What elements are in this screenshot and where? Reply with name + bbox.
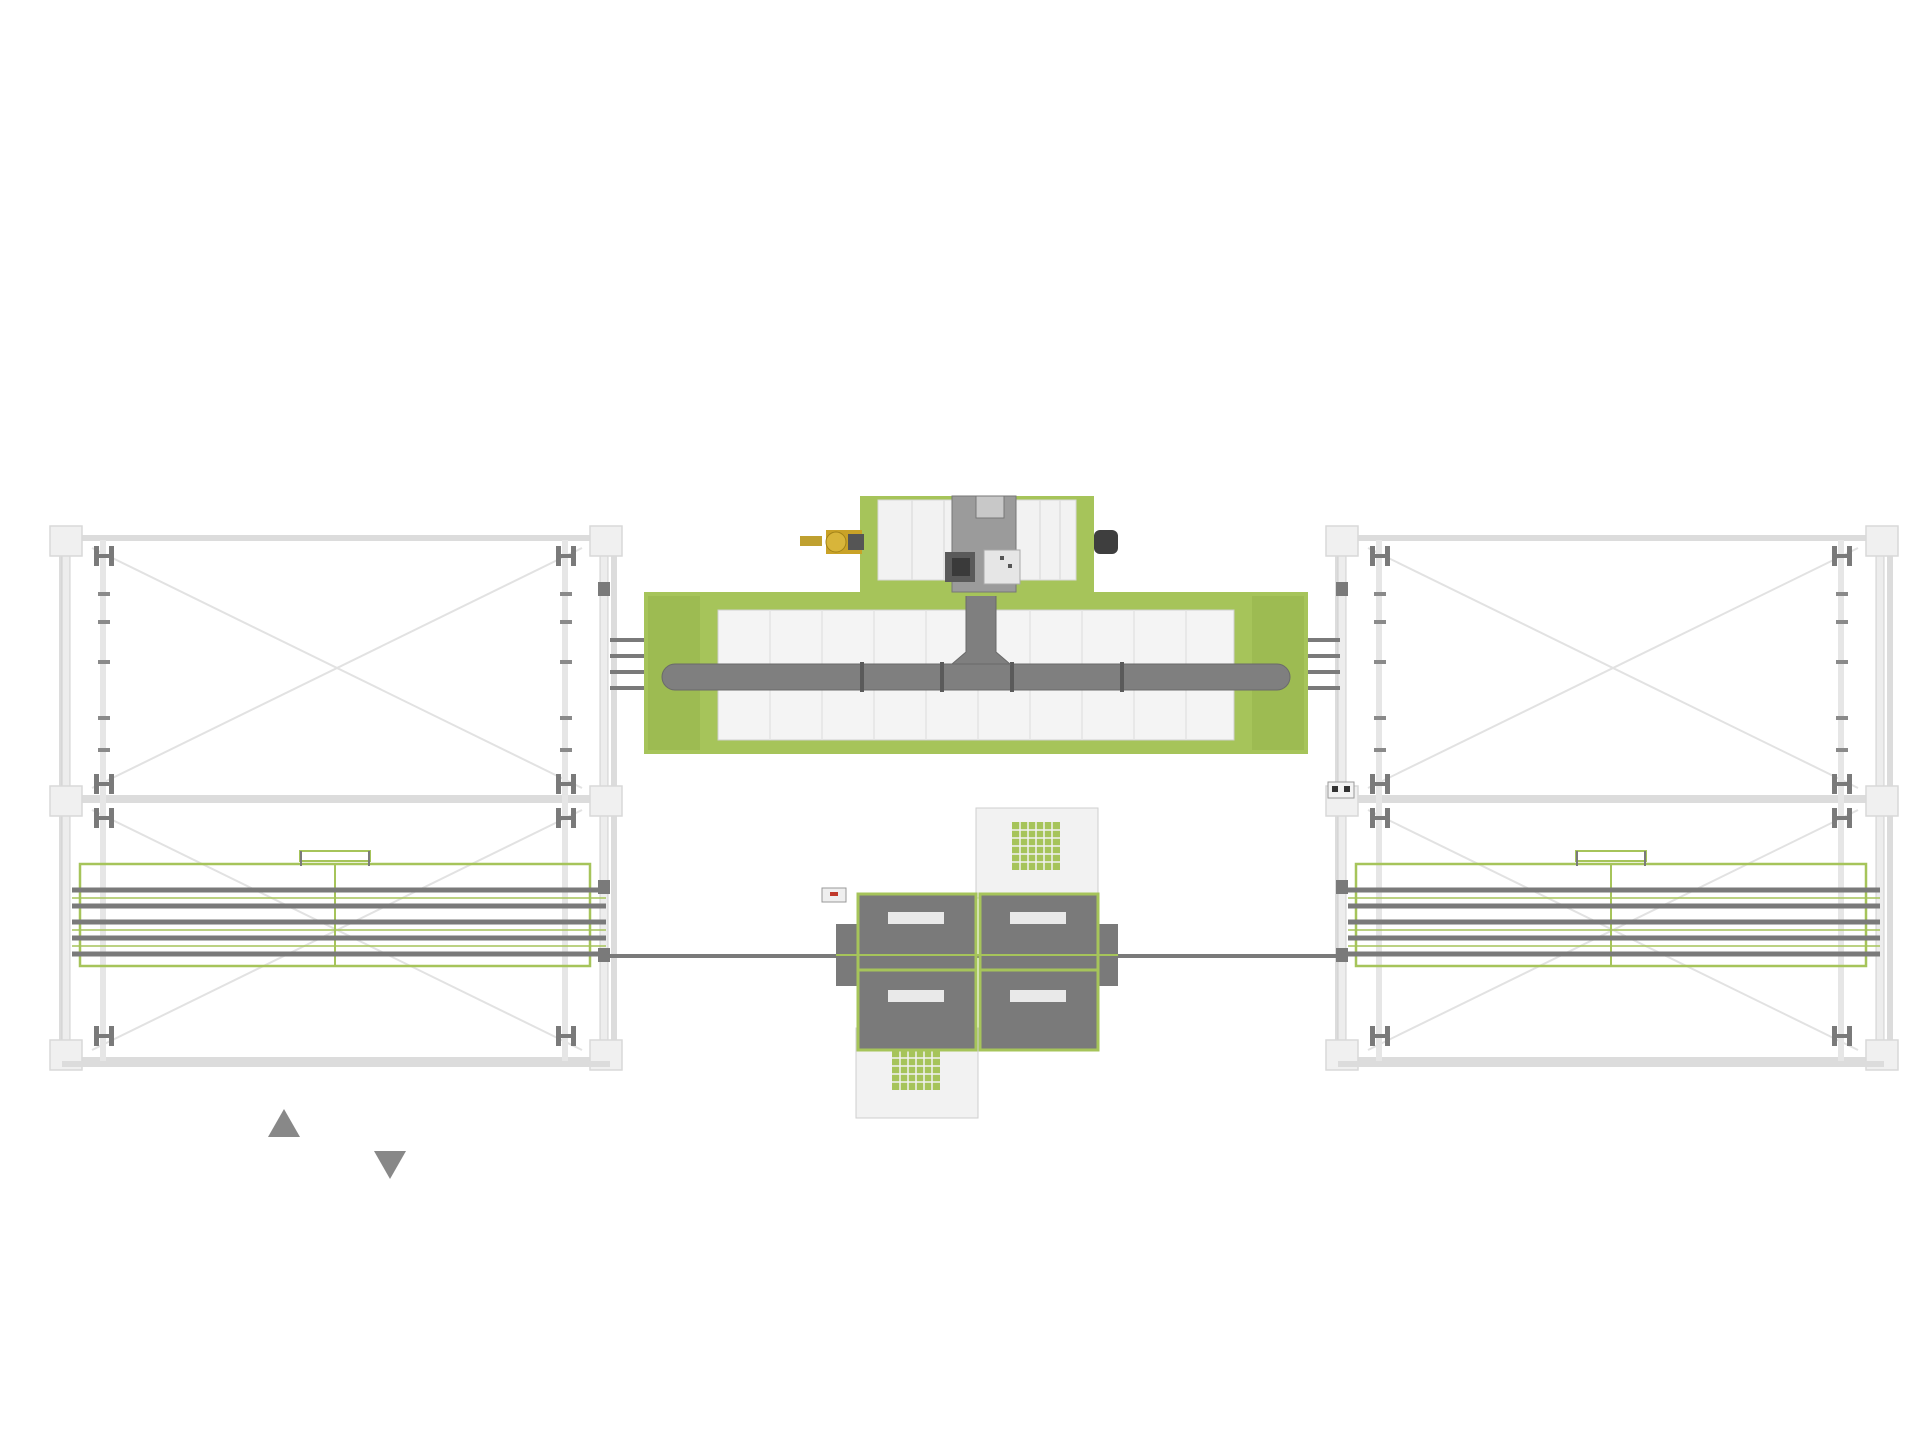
right-storage-rack: [1325, 525, 1899, 1071]
gantry-machine: [644, 495, 1308, 754]
pallet-station: [821, 807, 1118, 1119]
triangle-up-icon[interactable]: [268, 1109, 300, 1137]
triangle-down-icon[interactable]: [374, 1151, 406, 1179]
right-rack-upper-bay: [1338, 538, 1890, 798]
yellow-drive-unit: [800, 530, 864, 554]
left-rail-tray: [72, 850, 606, 968]
left-storage-rack: [49, 525, 623, 1071]
left-rack-upper-bay: [62, 538, 614, 798]
right-rail-tray: [1348, 850, 1880, 968]
